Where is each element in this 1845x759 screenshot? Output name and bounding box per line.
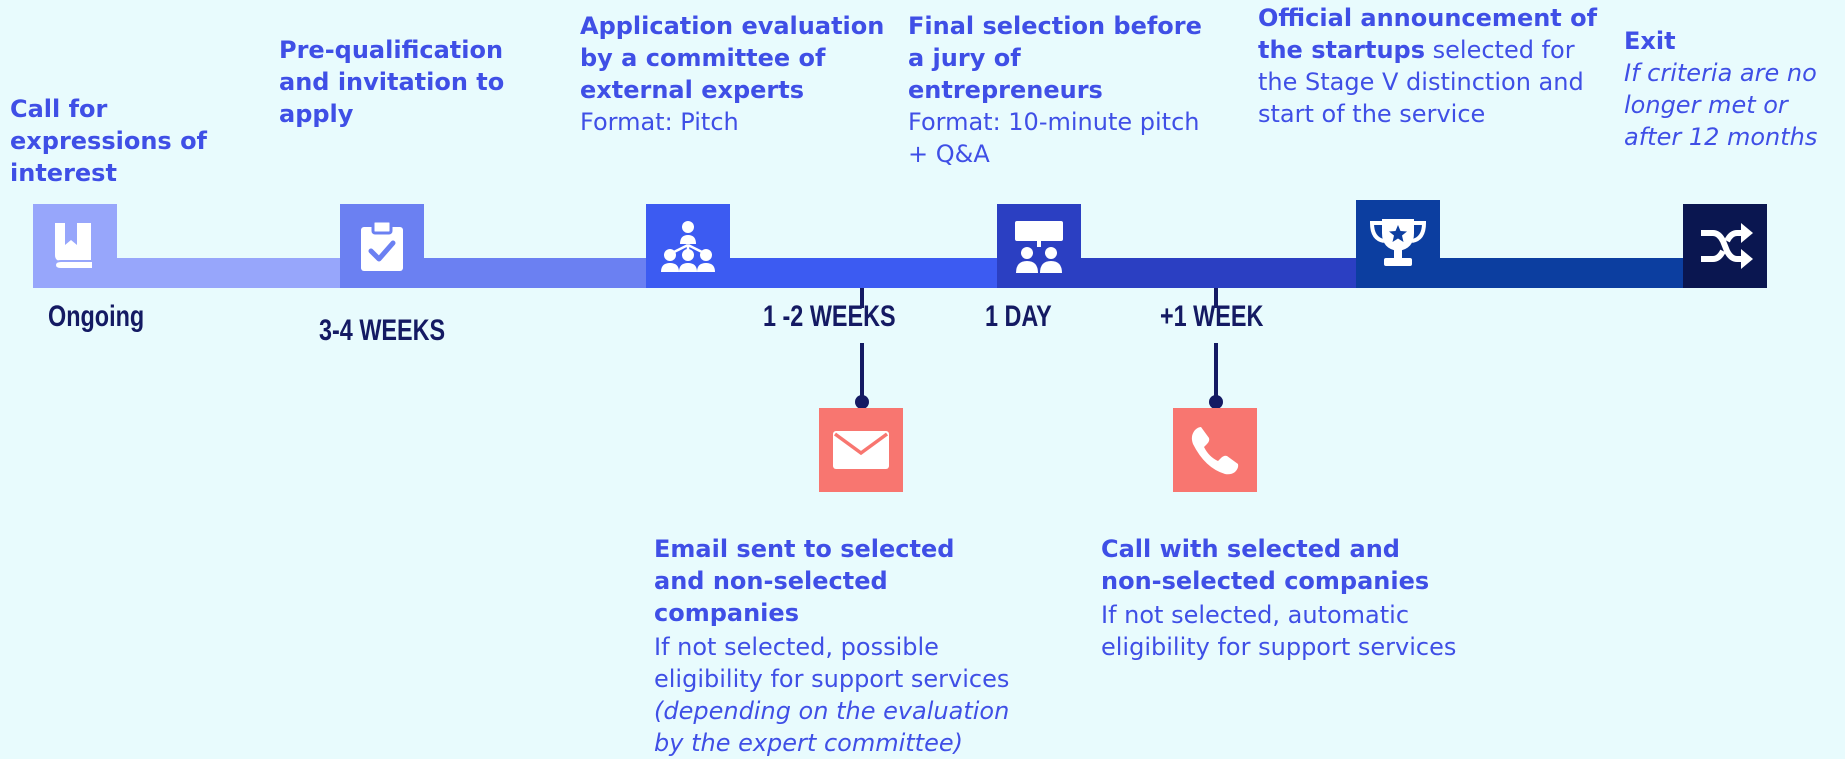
step-6-title: Exit bbox=[1624, 27, 1676, 55]
email-notice-body: If not selected, possible eligibility fo… bbox=[654, 631, 1044, 759]
call-notice-body: If not selected, automatic eligibility f… bbox=[1101, 601, 1457, 661]
duration-label-3: 1 -2 WEEKS bbox=[763, 300, 896, 333]
call-notice-text: Call with selected and non-selected comp… bbox=[1101, 533, 1501, 663]
connector-line-1a bbox=[860, 288, 864, 308]
step-3-text: Application evaluation by a committee of… bbox=[580, 10, 900, 138]
step-2-box bbox=[340, 204, 424, 288]
step-4-box bbox=[997, 204, 1081, 288]
connector-dot-1 bbox=[855, 395, 869, 409]
step-2-title: Pre-qualification and invitation to appl… bbox=[279, 36, 505, 128]
email-notice-body-text: If not selected, possible eligibility fo… bbox=[654, 633, 1010, 693]
connector-line-2a bbox=[1214, 288, 1218, 308]
book-icon bbox=[53, 223, 94, 270]
step-3-box bbox=[646, 204, 730, 288]
email-notice-title: Email sent to selected and non-selected … bbox=[654, 535, 955, 627]
email-box bbox=[819, 408, 903, 492]
step-4-format: Format: 10-minute pitch + Q&A bbox=[908, 108, 1200, 168]
duration-label-1: Ongoing bbox=[48, 300, 145, 333]
call-notice-title: Call with selected and non-selected comp… bbox=[1101, 535, 1430, 595]
step-5-title-rest: selected for the Stage V distinction and… bbox=[1258, 36, 1584, 128]
duration-label-2: 3-4 WEEKS bbox=[319, 314, 446, 347]
call-box bbox=[1173, 408, 1257, 492]
step-4-text: Final selection before a jury of entrepr… bbox=[908, 10, 1228, 170]
step-5-box bbox=[1356, 200, 1440, 284]
step-3-format: Format: Pitch bbox=[580, 108, 739, 136]
duration-label-4: 1 DAY bbox=[985, 300, 1052, 333]
committee-icon bbox=[661, 221, 715, 272]
clipboard-check-icon bbox=[361, 219, 403, 271]
trophy-icon bbox=[1369, 219, 1427, 266]
step-6-box bbox=[1683, 204, 1767, 288]
phone-icon bbox=[1191, 427, 1239, 475]
duration-label-5: +1 WEEK bbox=[1160, 300, 1264, 333]
presentation-icon bbox=[1015, 221, 1063, 273]
step-3-title: Application evaluation by a committee of… bbox=[580, 12, 885, 104]
connector-line-2b bbox=[1214, 343, 1218, 401]
shuffle-icon bbox=[1701, 223, 1753, 269]
step-5-title-bold: Official announcement of the startups bbox=[1258, 4, 1598, 64]
email-notice-text: Email sent to selected and non-selected … bbox=[654, 533, 1044, 759]
step-4-title: Final selection before a jury of entrepr… bbox=[908, 12, 1202, 104]
email-notice-note: (depending on the evaluation by the expe… bbox=[654, 697, 1010, 757]
connector-dot-2 bbox=[1209, 395, 1223, 409]
step-6-detail: If criteria are no longer met or after 1… bbox=[1624, 59, 1818, 151]
step-5-title: Official announcement of the startups se… bbox=[1258, 2, 1608, 130]
step-1-box bbox=[33, 204, 117, 288]
step-6-text: Exit If criteria are no longer met or af… bbox=[1624, 25, 1839, 153]
step-1-title: Call for expressions of interest bbox=[10, 95, 207, 187]
connector-line-1b bbox=[860, 343, 864, 401]
envelope-icon bbox=[833, 431, 889, 469]
